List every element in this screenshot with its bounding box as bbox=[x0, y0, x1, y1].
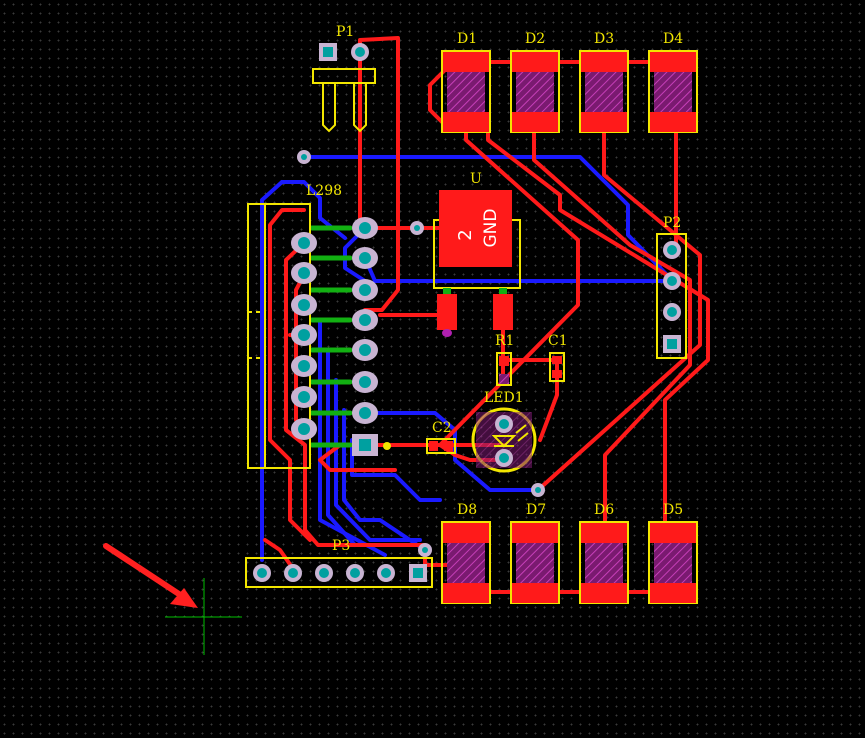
label-d8: D8 bbox=[457, 502, 477, 518]
component-c2[interactable]: C2 bbox=[383, 420, 456, 454]
label-d1: D1 bbox=[457, 31, 477, 47]
label-p2: P2 bbox=[663, 215, 681, 231]
label-d3: D3 bbox=[594, 31, 614, 47]
component-d3[interactable]: D3 bbox=[579, 31, 629, 133]
label-d7: D7 bbox=[526, 502, 546, 518]
component-d7[interactable]: D7 bbox=[510, 502, 560, 604]
component-u[interactable]: 2 GND U bbox=[433, 171, 521, 337]
component-p1[interactable]: P1 bbox=[312, 24, 376, 133]
label-d4: D4 bbox=[663, 31, 683, 47]
label-p1: P1 bbox=[336, 24, 354, 40]
component-p3[interactable]: P3 bbox=[245, 538, 433, 588]
component-d8[interactable]: D8 bbox=[441, 502, 491, 604]
label-u: U bbox=[470, 171, 482, 187]
u-net-label: GND bbox=[481, 209, 501, 248]
label-d5: D5 bbox=[663, 502, 683, 518]
l298-pads-left bbox=[291, 232, 317, 440]
arrow-pointer-icon bbox=[103, 543, 198, 608]
component-d5[interactable]: D5 bbox=[648, 502, 698, 604]
label-d6: D6 bbox=[594, 502, 614, 518]
label-p3: P3 bbox=[332, 538, 350, 554]
vias bbox=[297, 150, 545, 557]
top-layer-traces bbox=[263, 36, 710, 594]
component-d4[interactable]: D4 bbox=[648, 31, 698, 133]
l298-pads-right bbox=[352, 217, 378, 456]
component-d1[interactable]: D1 bbox=[441, 31, 491, 133]
label-led1: LED1 bbox=[484, 390, 524, 406]
component-c1[interactable]: C1 bbox=[548, 333, 568, 382]
l298-pin-fingers bbox=[309, 225, 353, 448]
component-p2[interactable]: P2 bbox=[656, 215, 687, 359]
component-d2[interactable]: D2 bbox=[510, 31, 560, 133]
component-r1[interactable]: R1 bbox=[495, 333, 514, 386]
component-led1[interactable]: LED1 bbox=[471, 390, 537, 473]
label-d2: D2 bbox=[525, 31, 545, 47]
u-pin-label: 2 bbox=[455, 229, 476, 240]
component-d6[interactable]: D6 bbox=[579, 502, 629, 604]
crosshair-cursor-icon bbox=[165, 578, 242, 655]
label-r1: R1 bbox=[495, 333, 514, 349]
component-l298[interactable]: L298 bbox=[247, 183, 378, 469]
label-c1: C1 bbox=[548, 333, 568, 349]
label-l298: L298 bbox=[306, 183, 342, 199]
label-c2: C2 bbox=[432, 420, 452, 436]
